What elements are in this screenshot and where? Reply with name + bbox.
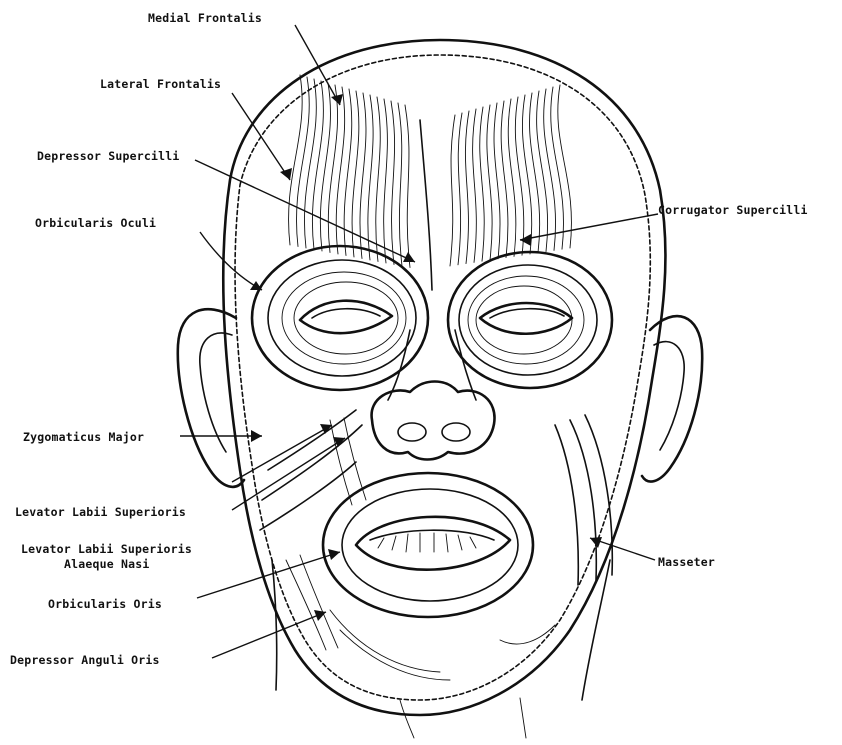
label-levator-labii-alaeque-line1: Levator Labii Superioris: [21, 542, 192, 556]
frontalis-fiber: [296, 77, 309, 247]
label-orbicularis-oris: Orbicularis Oris: [48, 597, 162, 611]
frontalis-fiber: [384, 99, 388, 263]
frontalis-fiber: [480, 107, 484, 261]
label-corrugator-supercilli: Corrugator Supercilli: [658, 203, 808, 217]
leader-depressor-supercilli: [195, 160, 415, 262]
right-ear: [642, 316, 702, 481]
label-levator-labii-alaeque-line2: Alaeque Nasi: [64, 557, 149, 571]
mouth-orbicularis-oris: [323, 473, 533, 617]
arrowhead-corrugator-supercilli: [520, 234, 531, 246]
frontalis-fiber: [458, 113, 462, 265]
label-masseter: Masseter: [658, 555, 715, 569]
frontalis-fiber: [391, 101, 395, 265]
frontalis-fiber: [508, 99, 516, 256]
label-depressor-anguli-oris: Depressor Anguli Oris: [10, 653, 160, 667]
frontalis-fiber: [537, 91, 548, 252]
frontalis-fiber: [494, 103, 500, 259]
chin-lines: [330, 610, 555, 680]
neck-front: [400, 698, 526, 738]
left-eye-orbicularis: [252, 246, 428, 390]
head-inner-contour: [235, 55, 650, 700]
label-levator-labii-superioris: Levator Labii Superioris: [15, 505, 186, 519]
frontalis-fiber: [405, 105, 410, 268]
label-orbicularis-oculi: Orbicularis Oculi: [35, 216, 156, 230]
leader-lines: [180, 25, 658, 658]
zygomatic-band: [260, 410, 362, 530]
neck-left: [272, 560, 277, 690]
frontalis-fiber: [544, 89, 556, 250]
frontalis-fiber: [368, 95, 373, 260]
frontalis-fiber: [360, 93, 366, 259]
leader-corrugator-supercilli: [520, 214, 658, 240]
frontalis-fiber: [398, 103, 402, 266]
leader-orbicularis-oculi: [200, 232, 262, 290]
frontalis-fiber: [487, 105, 492, 260]
frontalis-fiber: [530, 93, 540, 253]
frontalis-fiber: [320, 83, 330, 251]
masseter-muscle: [555, 415, 612, 585]
levator-band: [330, 418, 366, 505]
right-eye-orbicularis: [448, 252, 612, 388]
leader-lateral-frontalis: [232, 93, 290, 180]
frontalis-fiber: [304, 79, 316, 248]
frontalis-fiber: [551, 87, 564, 249]
frontalis-fiber: [450, 115, 455, 266]
frontalis-fiber: [352, 91, 359, 257]
frontalis-fiber: [312, 81, 323, 250]
arrowhead-zygomaticus-major: [251, 430, 262, 442]
leader-depressor-anguli-oris: [212, 612, 326, 658]
frontalis-muscle: [289, 75, 572, 290]
right-ear-inner: [654, 342, 684, 450]
frontalis-fiber: [376, 97, 380, 262]
arrowhead-orbicularis-oris: [328, 549, 340, 560]
arrowhead-lateral-frontalis: [280, 168, 292, 180]
frontalis-fiber: [558, 85, 572, 248]
frontalis-fiber: [289, 75, 303, 245]
frontalis-midline: [420, 120, 432, 290]
frontalis-fiber: [465, 111, 469, 264]
label-zygomaticus-major: Zygomaticus Major: [23, 430, 144, 444]
frontalis-fiber: [501, 101, 508, 258]
face-illustration: [178, 40, 702, 738]
label-lateral-frontalis: Lateral Frontalis: [100, 77, 221, 91]
frontalis-fiber: [473, 109, 477, 262]
label-depressor-supercilli: Depressor Supercilli: [37, 149, 179, 163]
label-medial-frontalis: Medial Frontalis: [148, 11, 262, 25]
